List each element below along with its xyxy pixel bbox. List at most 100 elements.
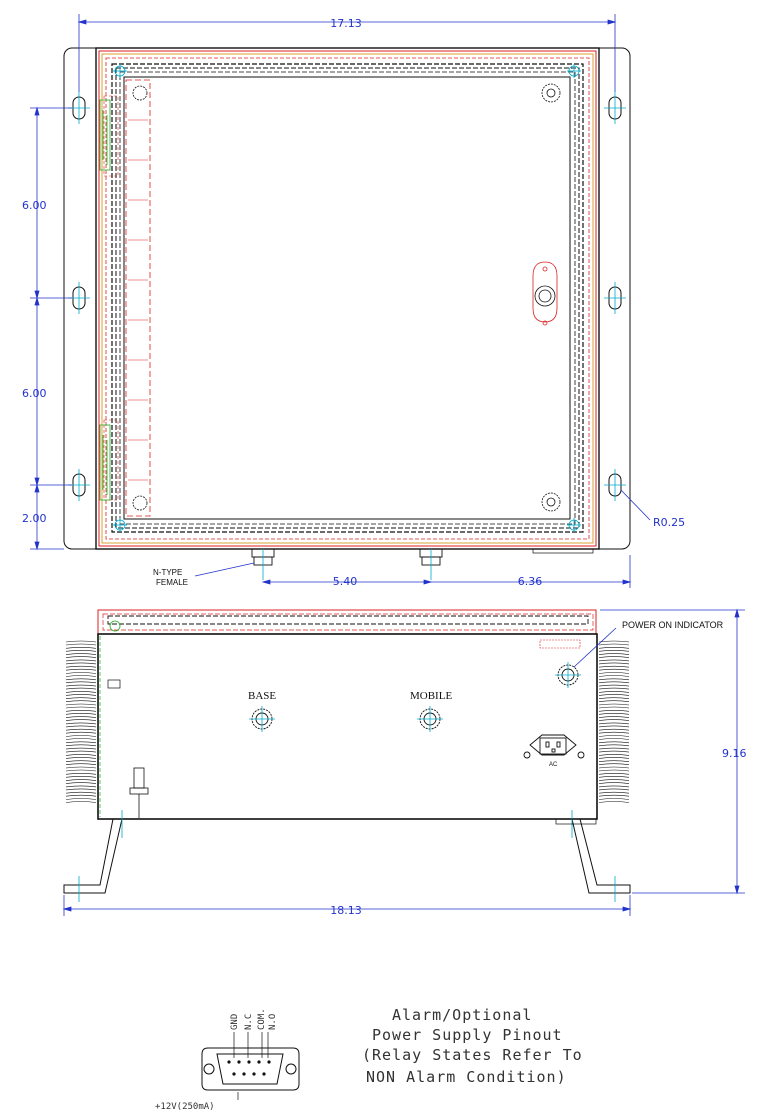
fin (599, 786, 629, 790)
mounting-slot-right-bottom (604, 469, 626, 501)
ac-label: AC (549, 762, 558, 768)
heat-sink-fins (66, 641, 629, 803)
pinout-title-3: (Relay States Refer To (362, 1046, 583, 1064)
fin (599, 729, 629, 733)
fin (66, 673, 96, 677)
fin (599, 799, 629, 803)
base-label: BASE (248, 690, 276, 702)
fin (66, 679, 96, 683)
dim-hole-spacing-upper: 6.00 (22, 199, 47, 212)
inner-panel (124, 77, 570, 519)
fin (599, 723, 629, 727)
mounting-slot-right-mid (604, 282, 626, 314)
fin (66, 723, 96, 727)
panel-screw-bottom (542, 493, 560, 511)
fin (599, 767, 629, 771)
fin (66, 654, 96, 658)
fin (599, 666, 629, 670)
ac-power-inlet (524, 735, 584, 758)
dim-radius: R0.25 (653, 516, 685, 529)
fin (599, 698, 629, 702)
fin (66, 647, 96, 651)
enclosure-red-outline (99, 51, 596, 546)
connector-type-label-2: FEMALE (156, 578, 188, 587)
power-indicator-label: POWER ON INDICATOR (622, 620, 724, 630)
pin-com-label: COM. (257, 1008, 267, 1030)
mounting-foot-left (64, 810, 122, 902)
dim-connector-spacing: 5.40 (333, 575, 358, 588)
din-rail (126, 80, 150, 516)
fin (66, 754, 96, 758)
fin (599, 647, 629, 651)
dim-bottom-offset: 2.00 (22, 512, 47, 525)
fin (66, 736, 96, 740)
fin (599, 673, 629, 677)
fin (66, 792, 96, 796)
hinge-lower (100, 425, 110, 500)
fin (66, 748, 96, 752)
fin (599, 754, 629, 758)
fin (599, 742, 629, 746)
lid-outline (112, 64, 583, 532)
pin-nc-label: N.C (244, 1014, 254, 1030)
power-pin-label: +12V(250mA) (155, 1102, 215, 1112)
fin (66, 786, 96, 790)
dim-hole-spacing-lower: 6.00 (22, 387, 47, 400)
fin (599, 761, 629, 765)
fin (599, 792, 629, 796)
db9-connector-face (217, 1054, 283, 1084)
lid-strip (98, 610, 596, 634)
mounting-flange (64, 48, 630, 549)
mobile-label: MOBILE (410, 690, 452, 702)
fin (599, 641, 629, 645)
fin (599, 773, 629, 777)
n-type-connector-base (252, 549, 274, 580)
fin (599, 748, 629, 752)
fin (66, 729, 96, 733)
hinge-upper (100, 100, 110, 170)
fin (599, 660, 629, 664)
fin (599, 704, 629, 708)
fin (66, 691, 96, 695)
fin (66, 666, 96, 670)
fin (66, 710, 96, 714)
db9-screw-right (286, 1064, 296, 1074)
pin-gnd-label: GND (230, 1014, 240, 1030)
pin-no-label: N.O (268, 1014, 278, 1030)
enclosure-front (98, 634, 597, 819)
fin (599, 717, 629, 721)
mobile-connector (417, 706, 443, 732)
connector-type-label-1: N-TYPE (153, 568, 182, 577)
db9-screw-left (204, 1064, 214, 1074)
fin (66, 742, 96, 746)
door-latch (533, 262, 557, 325)
n-type-connector-mobile (420, 549, 442, 580)
fin (66, 704, 96, 708)
fin (66, 780, 96, 784)
dim-connector-edge: 6.36 (518, 575, 543, 588)
fin (599, 679, 629, 683)
fin (599, 685, 629, 689)
enclosure-outline (96, 48, 599, 549)
dim-overall-width-front: 18.13 (330, 904, 362, 917)
front-view (64, 610, 745, 916)
fin (66, 685, 96, 689)
fin (66, 698, 96, 702)
mounting-slot-right-top (604, 92, 626, 124)
dim-overall-width-top: 17.13 (330, 17, 362, 30)
pinout-title-2: Power Supply Pinout (372, 1026, 563, 1044)
top-view (30, 14, 650, 588)
fin (66, 773, 96, 777)
pinout-title-1: Alarm/Optional (392, 1006, 532, 1024)
fin (66, 717, 96, 721)
base-connector (249, 706, 275, 732)
dim-height: 9.16 (722, 747, 747, 760)
panel-screw-top (542, 84, 560, 102)
fin (599, 691, 629, 695)
fin (599, 654, 629, 658)
fin (599, 780, 629, 784)
fin (66, 641, 96, 645)
pinout-title-4: NON Alarm Condition) (366, 1068, 567, 1086)
fin (66, 761, 96, 765)
